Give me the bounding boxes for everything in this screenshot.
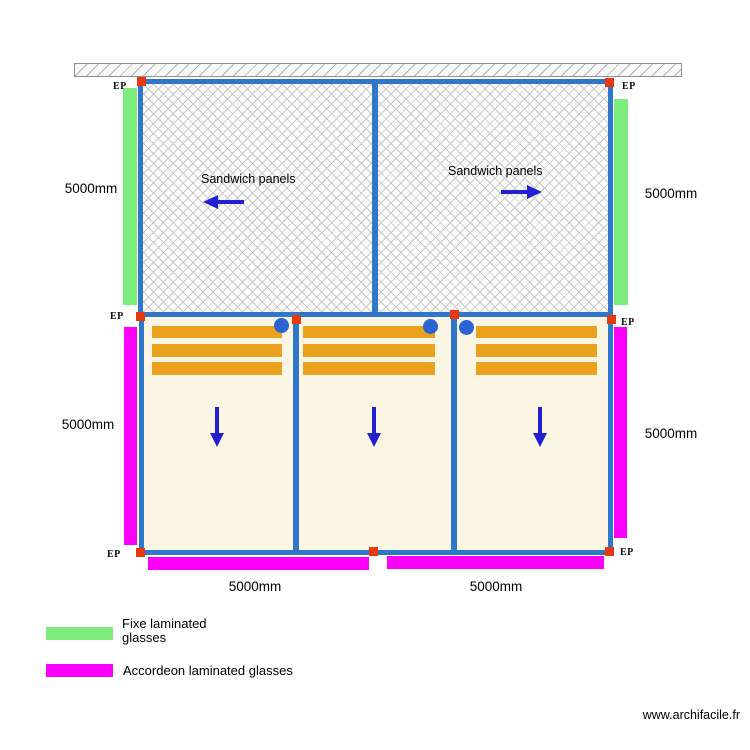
accordeon-glass-left: [124, 327, 137, 545]
legend-swatch-accordeon-glass: [46, 664, 113, 677]
dimension-label-bottom-right: 5000mm: [469, 579, 523, 594]
sandwich-panel-label: Sandwich panels: [201, 172, 296, 186]
corner-connector: [369, 547, 378, 556]
corner-connector: [136, 548, 145, 557]
corner-connector: [137, 77, 146, 86]
corner-label: EP: [622, 81, 636, 92]
top-wall: [74, 63, 682, 77]
legend-label: Accordeon laminated glasses: [123, 663, 293, 678]
hinge-dot: [274, 318, 289, 333]
door-slat: [152, 362, 282, 375]
corner-connector: [450, 310, 459, 319]
corner-connector: [292, 315, 301, 324]
door-slat: [476, 344, 597, 357]
corner-label: EP: [113, 81, 127, 92]
door-slat: [303, 326, 435, 338]
arrow-down-icon: [367, 407, 381, 447]
dimension-label-right-bottom: 5000mm: [644, 426, 698, 441]
door-divider: [451, 317, 457, 550]
door-slat: [152, 344, 282, 357]
panel-divider: [372, 84, 378, 313]
accordeon-glass-right: [614, 327, 627, 538]
accordeon-glass-bottom-right: [387, 556, 604, 569]
dimension-label-bottom-left: 5000mm: [228, 579, 282, 594]
arrow-down-icon: [533, 407, 547, 447]
corner-connector: [607, 315, 616, 324]
legend-label: Fixe laminated glasses: [122, 616, 207, 645]
arrow-right-icon: [501, 185, 542, 199]
fixed-glass-right: [614, 99, 628, 305]
door-slat: [476, 362, 597, 375]
corner-connector: [136, 312, 145, 321]
corner-label: EP: [620, 547, 634, 558]
corner-label: EP: [621, 317, 635, 328]
watermark: www.archifacile.fr: [642, 708, 740, 722]
arrow-down-icon: [210, 407, 224, 447]
corner-connector: [605, 78, 614, 87]
fixed-glass-left: [123, 88, 137, 305]
door-slat: [476, 326, 597, 338]
corner-label: EP: [107, 549, 121, 560]
door-slat: [303, 362, 435, 375]
dimension-label-right-top: 5000mm: [644, 186, 698, 201]
accordeon-glass-bottom-left: [148, 557, 369, 570]
hinge-dot: [459, 320, 474, 335]
door-slat: [152, 326, 282, 338]
dimension-label-left-top: 5000mm: [64, 181, 118, 196]
legend-swatch-fixed-glass: [46, 627, 113, 640]
corner-label: EP: [110, 311, 124, 322]
dimension-label-left-bottom: 5000mm: [61, 417, 115, 432]
door-slat: [303, 344, 435, 357]
sandwich-panel-label: Sandwich panels: [448, 164, 543, 178]
door-divider: [293, 317, 299, 550]
corner-connector: [605, 547, 614, 556]
hinge-dot: [423, 319, 438, 334]
arrow-left-icon: [203, 195, 244, 209]
